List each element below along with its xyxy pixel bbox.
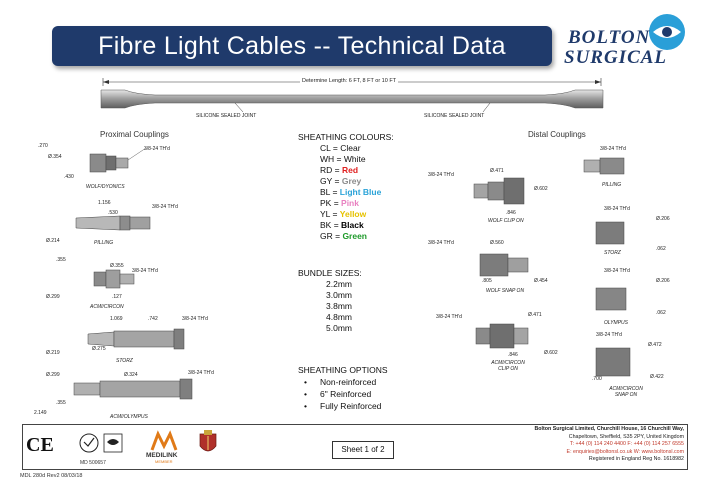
company-address: Bolton Surgical Limited, Churchill House…	[534, 426, 684, 463]
title-banner: Fibre Light Cables -- Technical Data	[52, 26, 552, 66]
distal-acmi-circon-snap-on: 3/8-24 TH'd Ø.472 .700 Ø.422 ACMI/CIRCON…	[592, 332, 664, 398]
colour-item: BK = Black	[320, 220, 364, 230]
distal-acmi-circon-clip-on: Ø.471 .846 Ø.602 3/8-24 TH'd ACMI/CIRCON…	[436, 312, 558, 372]
bundle-size-item: 5.0mm	[326, 323, 352, 333]
bundle-size-item: 3.8mm	[326, 301, 352, 311]
colour-item: BL = Light Blue	[320, 187, 382, 197]
sheathing-option-item: •Non-reinforced	[304, 377, 377, 387]
bundle-size-item: 3.0mm	[326, 290, 352, 300]
brand-name-line2: SURGICAL	[564, 47, 668, 68]
sheathing-colours-title: SHEATHING COLOURS:	[298, 132, 394, 142]
bundle-size-item: 2.2mm	[326, 279, 352, 289]
bundle-sizes-title: BUNDLE SIZES:	[298, 268, 362, 278]
distal-wolf-clip-on: Ø.471 Ø.602 .846 3/8-24 TH'd WOLF CLIP O…	[428, 168, 548, 224]
colour-item: GR = Green	[320, 231, 368, 241]
bundle-size-item: 4.8mm	[326, 312, 352, 322]
medilink-label: MEDILINK	[146, 452, 178, 459]
ce-mark: CE	[26, 434, 54, 456]
sheathing-options-list: •Non-reinforced •6" Reinforced •Fully Rein…	[298, 376, 388, 412]
eye-logo-icon	[649, 14, 685, 50]
colour-item: CL = Clear	[320, 143, 361, 153]
distal-pilling: 3/8-24 TH'd PILLING	[580, 144, 670, 194]
distal-heading: Distal Couplings	[528, 130, 586, 139]
proximal-acmi-circon: .355 Ø.355 Ø.299 .127 3/8-24 TH'd ACMI/C…	[46, 257, 158, 310]
crest-icon	[199, 430, 217, 452]
colour-item: PK = Pink	[320, 198, 359, 208]
colour-item: WH = White	[320, 154, 366, 164]
sheathing-options-title: SHEATHING OPTIONS	[298, 365, 388, 375]
sheet-number: Sheet 1 of 2	[332, 441, 394, 459]
bolton-surgical-logo: BOLTON SURGICAL	[556, 12, 696, 72]
brand-name-line1: BOLTON	[568, 27, 651, 48]
bullet-icon: •	[304, 389, 307, 399]
page-title: Fibre Light Cables -- Technical Data	[98, 32, 506, 60]
document-reference: MDL 280d Rev2 08/03/18	[20, 473, 83, 479]
proximal-acmi-olympus: Ø.299 Ø.324 .355 2.149 3/8-24 TH'd ACMI/…	[34, 370, 214, 420]
distal-storz: 3/8-24 TH'd Ø.206 .062 STORZ	[590, 206, 680, 262]
footer-box	[22, 424, 688, 470]
sheathing-options: SHEATHING OPTIONS •Non-reinforced •6" Rei…	[298, 364, 388, 412]
length-label: Determine Length: 6 FT, 8 FT or 10 FT	[300, 78, 399, 84]
proximal-heading: Proximal Couplings	[100, 130, 169, 139]
proximal-wolf-dyonics: .270 Ø.354 .430 3/8-24 TH'd WOLF/DYONICS	[38, 143, 170, 190]
joint-label-left: SILICONE SEALED JOINT	[196, 113, 257, 119]
distal-olympus: 3/8-24 TH'd Ø.206 .062 OLYMPUS	[590, 268, 680, 326]
medilink-sub: MEMBER	[155, 459, 173, 464]
proximal-storz: 1.069 .742 Ø.219 Ø.275 3/8-24 TH'd STORZ	[46, 316, 208, 364]
colour-item: YL = Yellow	[320, 209, 367, 219]
colour-item: GY = Grey	[320, 176, 362, 186]
sheathing-option-item: •6" Reinforced	[304, 389, 372, 399]
joint-label-right: SILICONE SEALED JOINT	[424, 113, 485, 119]
colour-item: RD = Red	[320, 165, 359, 175]
proximal-pilling: 1.156 .530 Ø.214 3/8-24 TH'd PILLING	[46, 200, 178, 246]
certification-icon	[79, 433, 123, 453]
md-reference: MD 500657	[80, 460, 106, 466]
distal-wolf-snap-on: Ø.560 .805 Ø.454 3/8-24 TH'd WOLF SNAP O…	[428, 240, 548, 294]
bullet-icon: •	[304, 401, 307, 411]
bullet-icon: •	[304, 377, 307, 387]
sheathing-option-item: •Fully Reinforced	[304, 401, 382, 411]
medilink-logo-icon	[150, 430, 178, 451]
